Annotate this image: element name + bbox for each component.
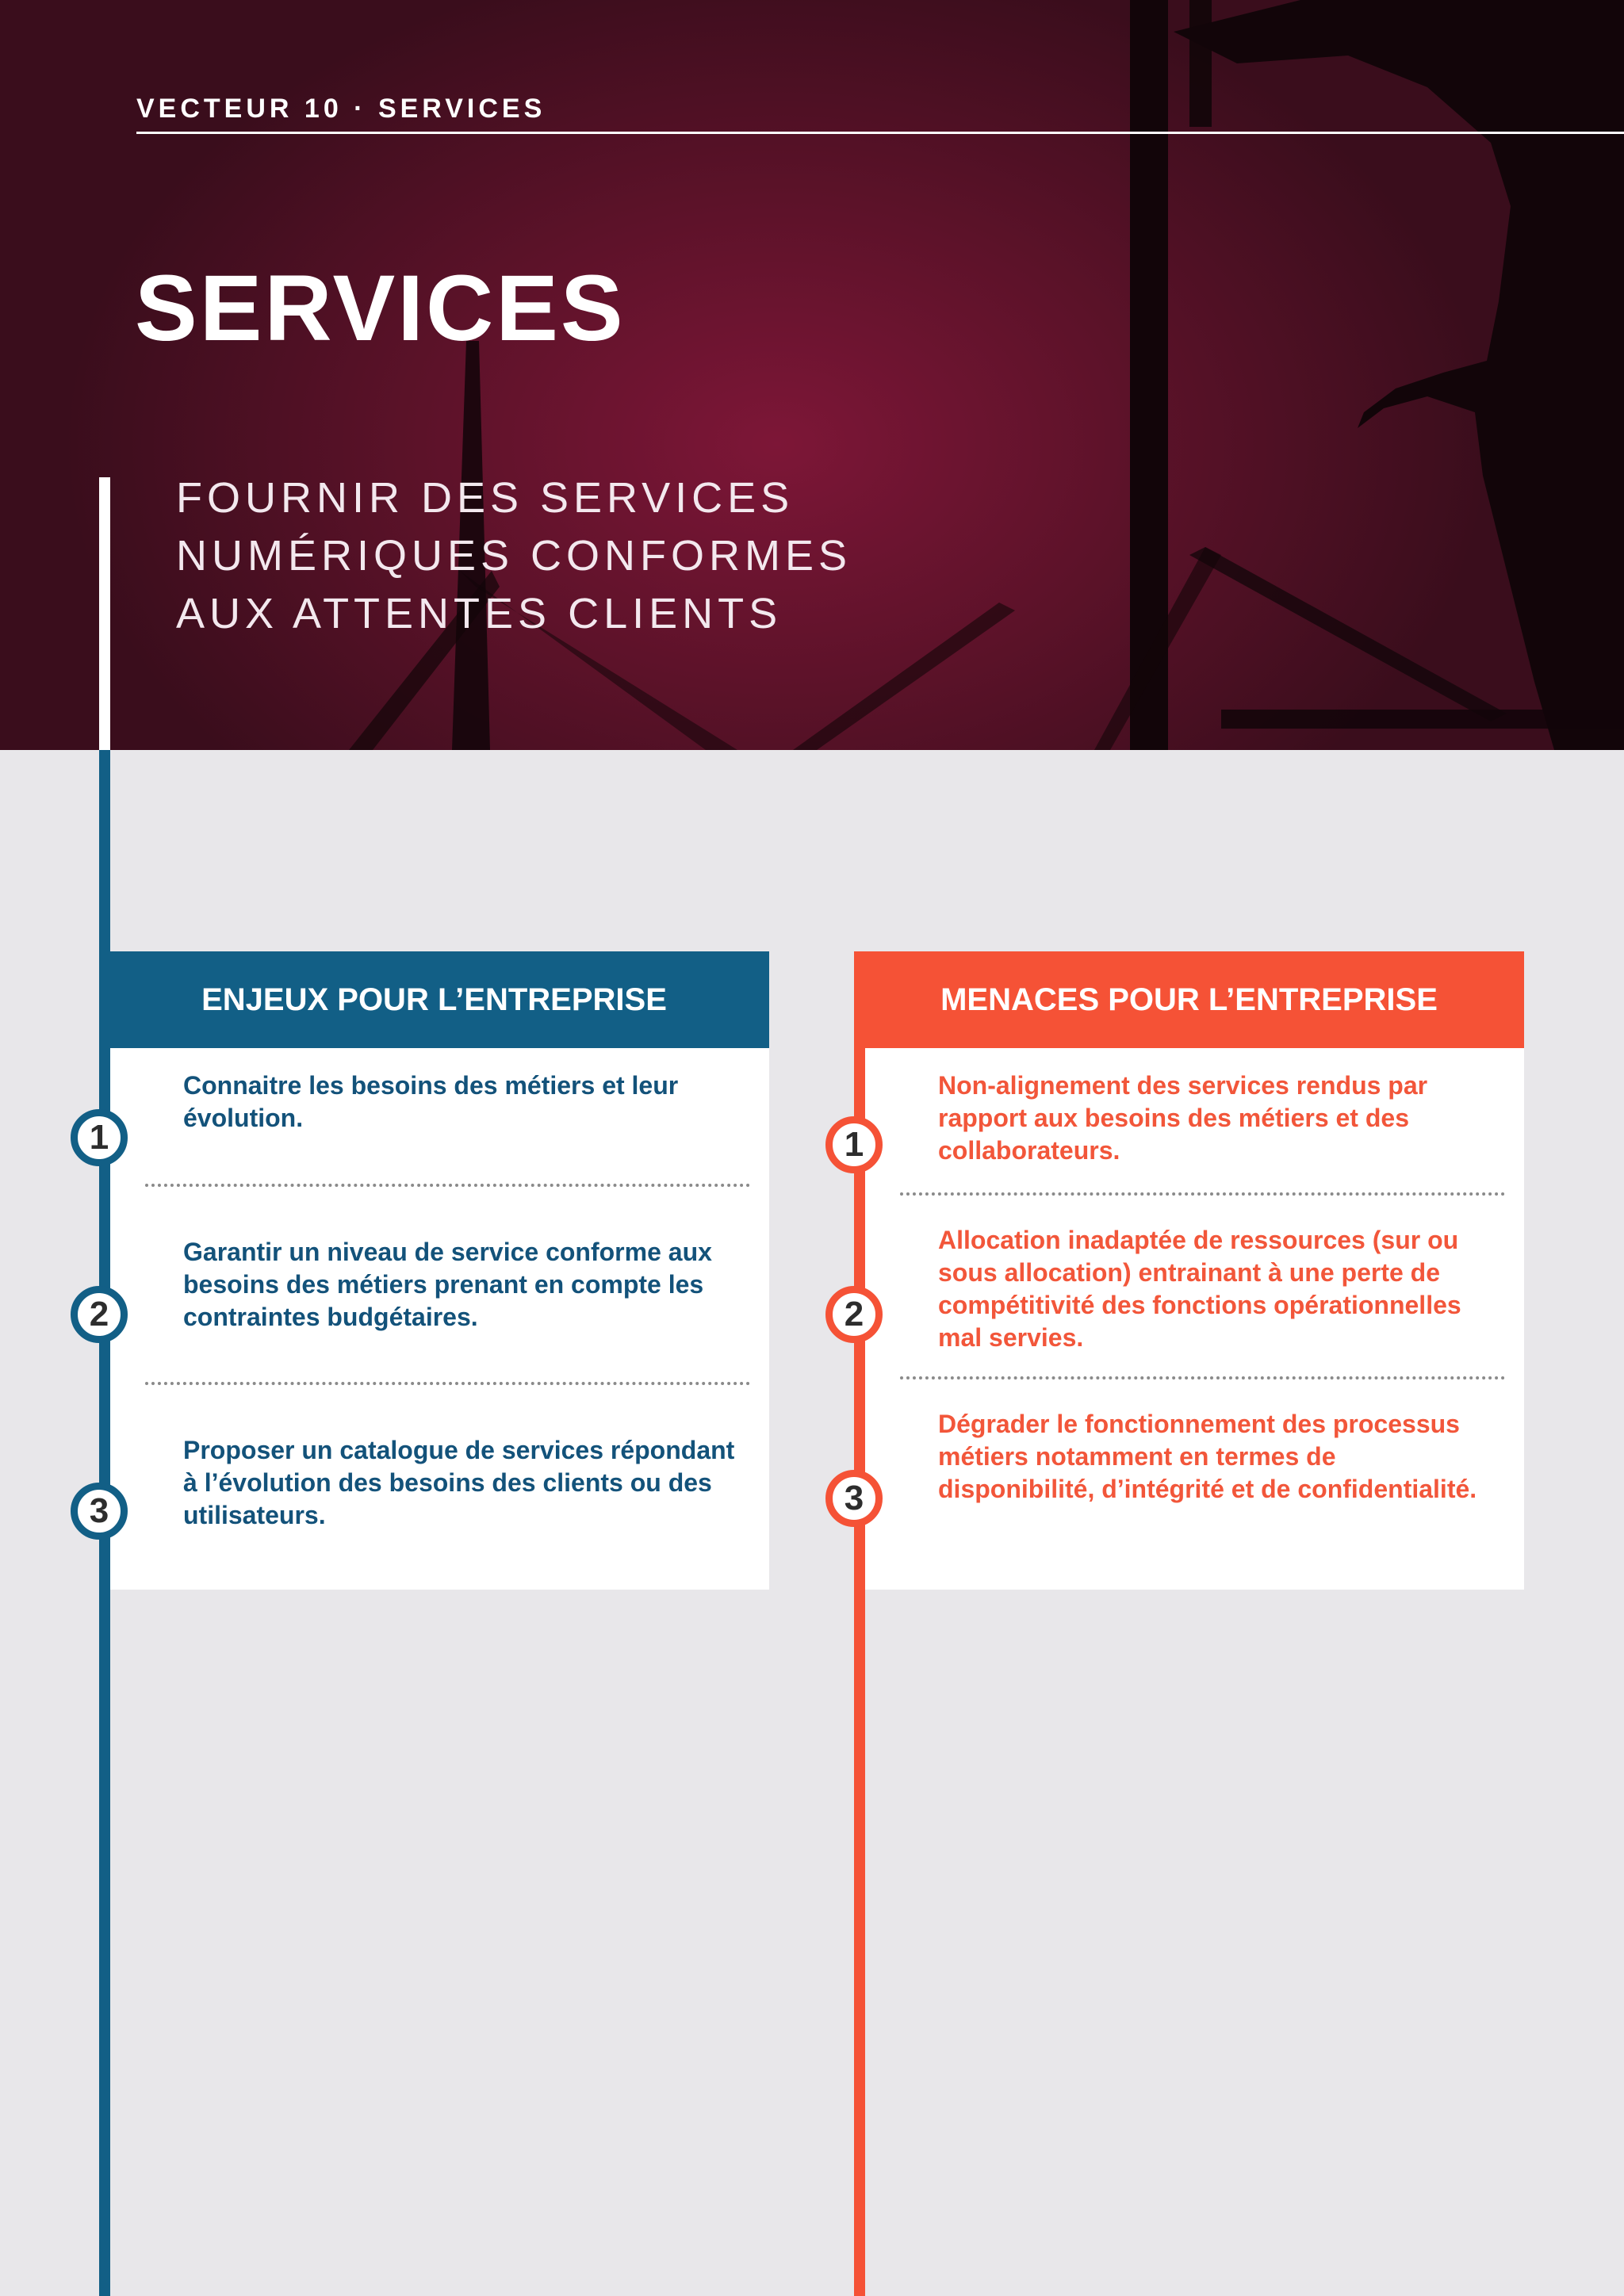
number-badge: 3 bbox=[825, 1470, 883, 1527]
enjeux-heading: ENJEUX POUR L’ENTREPRISE bbox=[99, 951, 769, 1048]
subtitle-line: FOURNIR DES SERVICES bbox=[176, 474, 795, 522]
hero-banner: VECTEUR 10 · SERVICES SERVICES FOURNIR D… bbox=[0, 0, 1624, 750]
item-text: Allocation inadaptée de ressources (sur … bbox=[938, 1226, 1461, 1352]
menaces-panel: MENACES POUR L’ENTREPRISE 1 Non-aligneme… bbox=[825, 951, 1524, 1590]
page-subtitle: FOURNIR DES SERVICES NUMÉRIQUES CONFORME… bbox=[176, 469, 852, 643]
item-text: Connaitre les besoins des métiers et leu… bbox=[183, 1071, 679, 1132]
dotted-divider bbox=[900, 1192, 1505, 1196]
number-badge: 1 bbox=[71, 1109, 128, 1166]
list-item: 2 Garantir un niveau de service conforme… bbox=[71, 1187, 769, 1385]
number-badge: 2 bbox=[71, 1286, 128, 1343]
page-title: SERVICES bbox=[135, 256, 626, 361]
dotted-divider bbox=[145, 1184, 750, 1187]
dotted-divider bbox=[145, 1382, 750, 1385]
list-item: 1 Connaitre les besoins des métiers et l… bbox=[71, 1048, 769, 1187]
number-badge: 2 bbox=[825, 1286, 883, 1343]
item-text: Garantir un niveau de service conforme a… bbox=[183, 1238, 712, 1331]
menaces-list: 1 Non-alignement des services rendus par… bbox=[825, 1048, 1524, 1590]
subtitle-line: NUMÉRIQUES CONFORMES bbox=[176, 532, 852, 580]
enjeux-panel: ENJEUX POUR L’ENTREPRISE 1 Connaitre les… bbox=[71, 951, 769, 1590]
item-text: Non-alignement des services rendus par r… bbox=[938, 1071, 1428, 1165]
accent-bar-white bbox=[99, 477, 110, 752]
silhouette-image bbox=[349, 0, 1624, 750]
subtitle-line: AUX ATTENTES CLIENTS bbox=[176, 590, 783, 637]
menaces-heading: MENACES POUR L’ENTREPRISE bbox=[854, 951, 1524, 1048]
item-text: Proposer un catalogue de services répond… bbox=[183, 1436, 735, 1529]
item-text: Dégrader le fonctionnement des processus… bbox=[938, 1410, 1477, 1503]
list-item: 2 Allocation inadaptée de ressources (su… bbox=[825, 1196, 1524, 1380]
dotted-divider bbox=[900, 1376, 1505, 1380]
enjeux-list: 1 Connaitre les besoins des métiers et l… bbox=[71, 1048, 769, 1590]
list-item: 3 Proposer un catalogue de services répo… bbox=[71, 1385, 769, 1590]
breadcrumb: VECTEUR 10 · SERVICES bbox=[136, 94, 546, 124]
number-badge: 3 bbox=[71, 1483, 128, 1540]
header-rule bbox=[136, 132, 1624, 134]
number-badge: 1 bbox=[825, 1116, 883, 1173]
list-item: 3 Dégrader le fonctionnement des process… bbox=[825, 1380, 1524, 1590]
list-item: 1 Non-alignement des services rendus par… bbox=[825, 1048, 1524, 1196]
